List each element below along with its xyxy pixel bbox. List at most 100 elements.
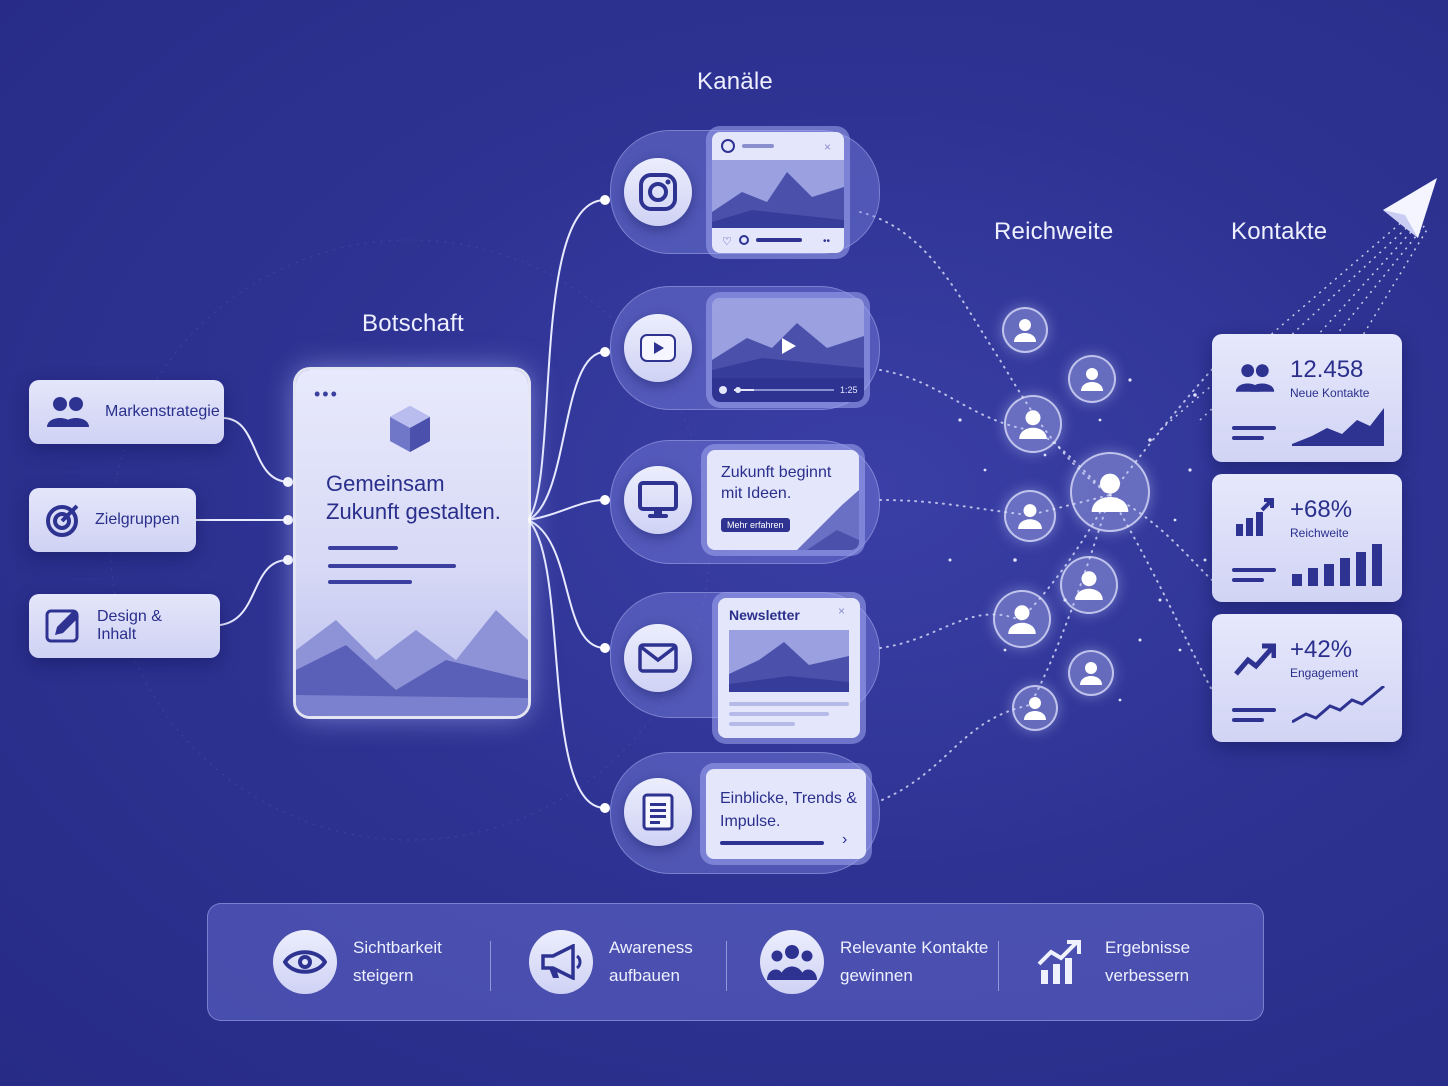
more-button[interactable]: Mehr erfahren: [721, 518, 790, 532]
stat-value: 12.458: [1290, 356, 1364, 383]
heading-kanaele: Kanäle: [697, 68, 773, 95]
person-icon: [1014, 319, 1036, 342]
eye-icon: [283, 950, 327, 974]
trend-arrow-icon: [1234, 643, 1276, 676]
input-label: Design & Inhalt: [97, 608, 162, 643]
text-line: [729, 712, 829, 716]
newsletter-button[interactable]: [624, 624, 692, 692]
stat-card-engagement[interactable]: +42% Engagement: [1212, 614, 1402, 742]
instagram-icon: [639, 173, 677, 211]
target-icon: [46, 504, 79, 537]
benefit-label: Relevante Kontakte gewinnen: [840, 938, 989, 985]
line-sparkline: [1292, 686, 1385, 724]
stat-card-contacts[interactable]: 12.458 Neue Kontakte: [1212, 334, 1402, 462]
input-markenstrategie[interactable]: Markenstrategie: [29, 380, 224, 444]
bar-growth-icon: [1236, 498, 1274, 536]
people-icon: [1235, 364, 1275, 392]
benefit-label: Awareness aufbauen: [609, 938, 693, 985]
website-teaser-card[interactable]: Zukunft beginnt mit Ideen. Mehr erfahren: [707, 450, 859, 550]
newsletter-image: [729, 630, 849, 692]
person-icon: [1019, 410, 1047, 439]
benefit-icon-circle: [273, 930, 337, 994]
video-duration: 1:25: [840, 385, 858, 395]
close-icon[interactable]: ×: [838, 604, 846, 618]
person-icon: [1018, 504, 1042, 529]
person-icon: [1008, 605, 1036, 634]
text-line: [328, 580, 412, 584]
divider: [726, 941, 727, 991]
input-label: Markenstrategie: [105, 403, 220, 420]
mail-icon: [638, 643, 678, 673]
divider: [490, 941, 491, 991]
heading-reichweite: Reichweite: [994, 218, 1114, 245]
text-line: [1232, 718, 1264, 722]
benefit-visibility[interactable]: Sichtbarkeit steigern: [273, 903, 503, 1021]
central-person-avatar: [1070, 452, 1150, 532]
bar-sparkline: [1292, 544, 1382, 586]
text-line: [328, 546, 398, 550]
blog-button[interactable]: [624, 778, 692, 846]
svg-text:♡: ♡: [722, 235, 732, 248]
monitor-icon: [638, 481, 678, 518]
website-button[interactable]: [624, 466, 692, 534]
video-button[interactable]: [624, 314, 692, 382]
blog-text: Einblicke, Trends & Impulse.: [720, 790, 857, 830]
document-icon: [642, 793, 674, 831]
input-zielgruppen[interactable]: Zielgruppen: [29, 488, 196, 552]
benefit-results[interactable]: Ergebnisse verbessern: [1035, 903, 1215, 1021]
benefit-contacts[interactable]: Relevante Kontakte gewinnen: [760, 903, 1000, 1021]
person-icon: [1024, 697, 1046, 720]
input-label: Zielgruppen: [95, 511, 180, 528]
person-icon: [1075, 571, 1103, 600]
person-avatar: [1002, 307, 1048, 353]
message-card[interactable]: ••• Gemeinsam Zukunft gestalten.: [296, 370, 528, 716]
play-icon: [640, 334, 676, 362]
text-line: [1232, 578, 1264, 582]
menu-dots[interactable]: •••: [314, 384, 339, 404]
heading-botschaft: Botschaft: [362, 310, 464, 337]
instagram-post-card[interactable]: × ♡ ••: [712, 132, 844, 253]
person-avatar: [1004, 490, 1056, 542]
svg-text:×: ×: [824, 140, 831, 154]
stat-label: Reichweite: [1290, 526, 1349, 540]
person-avatar: [1068, 650, 1114, 696]
person-avatar: [1060, 556, 1118, 614]
cube-logo-icon: [390, 406, 430, 452]
benefit-awareness[interactable]: Awareness aufbauen: [529, 903, 719, 1021]
text-line: [1232, 568, 1276, 572]
chevron-right-icon[interactable]: ›: [842, 831, 848, 848]
mountain-illustration: [296, 610, 528, 716]
heading-kontakte: Kontakte: [1231, 218, 1328, 245]
teaser-mountain: [797, 490, 859, 550]
people-icon: [47, 397, 89, 427]
video-preview: [712, 298, 864, 402]
video-player-card[interactable]: 1:25: [712, 298, 864, 402]
stat-value: +68%: [1290, 496, 1353, 523]
person-avatar: [1012, 685, 1058, 731]
text-line: [729, 702, 849, 706]
person-avatar: [1068, 355, 1116, 403]
text-line: [1232, 436, 1264, 440]
instagram-button[interactable]: [624, 158, 692, 226]
stat-value: +42%: [1290, 636, 1353, 663]
person-icon: [1091, 473, 1129, 512]
divider: [998, 941, 999, 991]
svg-text:••: ••: [823, 236, 831, 247]
newsletter-card[interactable]: Newsletter ×: [718, 598, 860, 738]
newsletter-title: Newsletter: [729, 607, 800, 623]
benefit-icon-circle: [760, 930, 824, 994]
text-line: [720, 841, 824, 845]
pencil-icon: [45, 609, 79, 643]
teaser-headline: Zukunft beginnt mit Ideen.: [721, 464, 832, 502]
benefit-label: Sichtbarkeit steigern: [353, 938, 442, 985]
text-line: [328, 564, 456, 568]
person-avatar: [993, 590, 1051, 648]
area-sparkline: [1292, 408, 1384, 446]
megaphone-icon: [541, 944, 582, 980]
text-line: [1232, 708, 1276, 712]
person-icon: [1081, 368, 1103, 391]
input-design-inhalt[interactable]: Design & Inhalt: [29, 594, 220, 658]
blog-card[interactable]: Einblicke, Trends & Impulse. ›: [706, 769, 866, 859]
stat-card-reach[interactable]: +68% Reichweite: [1212, 474, 1402, 602]
text-line: [729, 722, 795, 726]
